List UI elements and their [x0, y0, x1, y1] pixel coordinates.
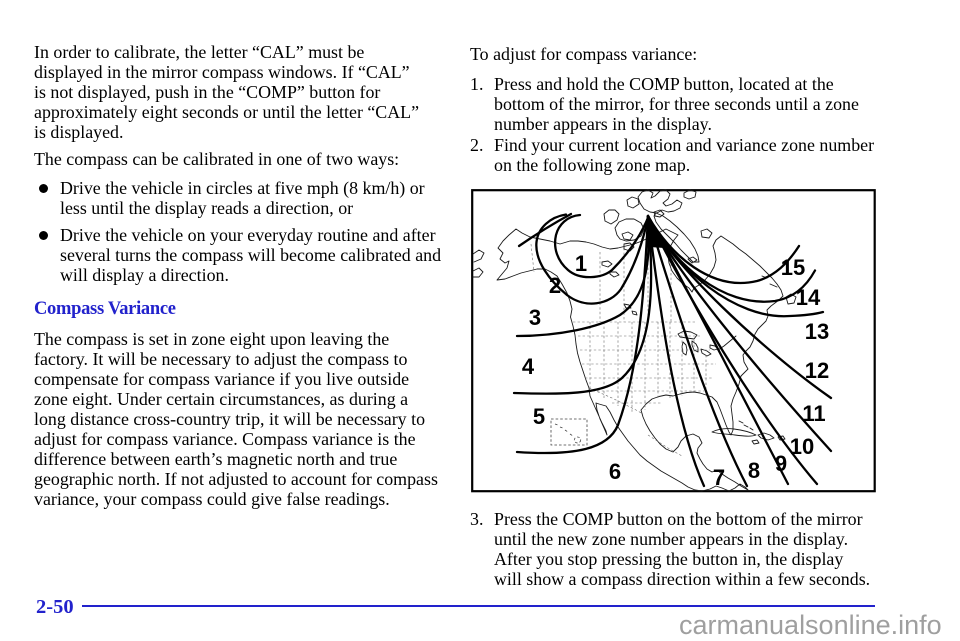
- svg-text:2: 2: [549, 273, 561, 298]
- svg-text:4: 4: [522, 354, 535, 379]
- svg-text:3: 3: [529, 305, 541, 330]
- svg-text:11: 11: [802, 401, 825, 426]
- svg-text:12: 12: [805, 358, 829, 383]
- svg-text:1: 1: [575, 251, 587, 276]
- svg-text:7: 7: [713, 465, 725, 490]
- svg-text:15: 15: [781, 255, 805, 280]
- svg-text:14: 14: [796, 285, 821, 310]
- svg-text:5: 5: [533, 404, 545, 429]
- svg-text:9: 9: [775, 451, 787, 476]
- svg-text:13: 13: [805, 319, 829, 344]
- svg-text:6: 6: [609, 459, 621, 484]
- svg-text:10: 10: [790, 434, 814, 459]
- svg-text:8: 8: [748, 458, 760, 483]
